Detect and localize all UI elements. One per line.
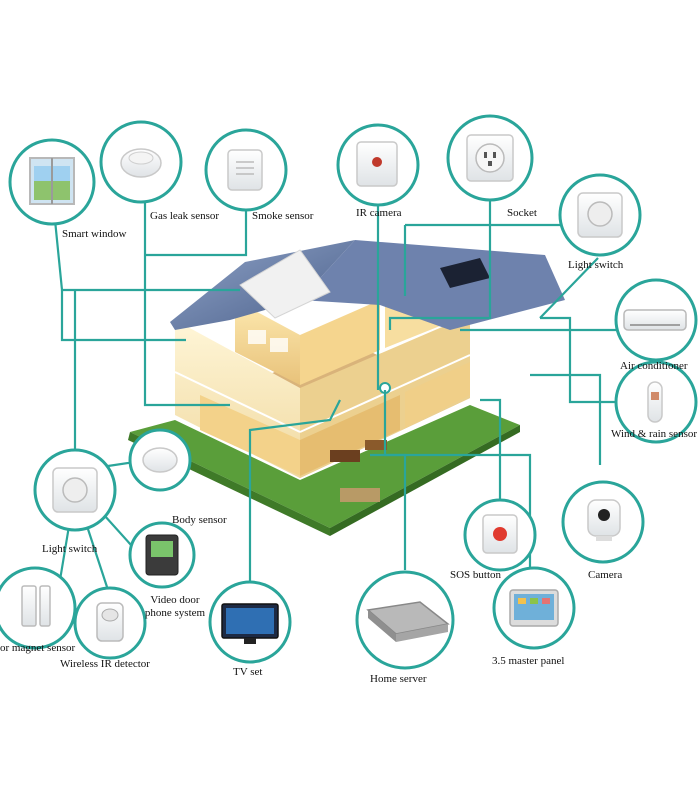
garden-bench [340, 488, 380, 502]
gas-sensor-icon [120, 148, 162, 178]
roof-right [300, 240, 565, 330]
video-door-phone-node[interactable] [128, 521, 196, 589]
air-conditioner-node[interactable] [614, 278, 698, 362]
lawn-right [330, 425, 520, 536]
room-lower-right [300, 395, 400, 476]
device-circles [0, 114, 698, 670]
label-ir-camera: IR camera [356, 207, 402, 219]
window-pane-2 [270, 338, 288, 352]
line-master-panel [383, 390, 532, 570]
line-light-switch-top [539, 257, 599, 319]
socket-node[interactable] [446, 114, 534, 202]
label-tv-set: TV set [233, 666, 263, 678]
room-lower-far [405, 362, 470, 428]
line-window-branch [60, 290, 186, 342]
label-light-switch-top: Light switch [568, 259, 624, 271]
lawn [130, 405, 520, 528]
home-server-node[interactable] [355, 570, 455, 670]
tv-icon [221, 603, 279, 644]
door-magnet-sensor-icon [21, 585, 51, 627]
line-tv [248, 399, 341, 585]
gas-leak-sensor-node[interactable] [99, 120, 183, 204]
video-door-phone-icon [145, 534, 179, 576]
connector-lines [50, 185, 620, 591]
label-video-door-phone: Video door phone system [130, 594, 220, 620]
label-wireless-ir-detector: Wireless IR detector [60, 658, 150, 670]
body-sensor-icon [142, 447, 178, 473]
label-smart-window: Smart window [62, 228, 127, 240]
ir-camera-node[interactable] [336, 123, 420, 207]
label-video-door-line2: phone system [144, 607, 206, 619]
line-socket-branch [405, 214, 571, 227]
solar-panel [440, 258, 490, 288]
home-server-icon [366, 601, 450, 642]
air-conditioner-icon [623, 309, 687, 331]
room-upper-right [300, 300, 380, 385]
line-smoke-sensor [145, 190, 248, 257]
label-light-switch-left: Light switch [42, 543, 98, 555]
label-home-server: Home server [370, 673, 427, 685]
smoke-sensor-node[interactable] [204, 128, 288, 212]
label-wind-rain-sensor: Wind & rain sensor [611, 428, 698, 440]
wind-rain-sensor-node[interactable] [614, 360, 698, 444]
label-body-sensor: Body sensor [172, 514, 227, 526]
sos-button-icon [482, 514, 518, 554]
smart-window-node[interactable] [8, 138, 96, 226]
master-panel-node[interactable] [492, 566, 576, 650]
room-upper-left [235, 300, 300, 385]
label-smoke-sensor: Smoke sensor [252, 210, 314, 222]
window-icon [29, 157, 75, 205]
label-air-conditioner: Air conditioner [620, 360, 688, 372]
floor-divider [174, 371, 301, 433]
smoke-sensor-icon [227, 149, 263, 191]
line-socket [388, 185, 492, 330]
line-ir-detector [83, 519, 110, 591]
roof-gable [239, 249, 331, 319]
socket-icon [466, 134, 514, 182]
light-switch-left-node[interactable] [33, 448, 117, 532]
wireless-ir-detector-node[interactable] [73, 586, 147, 660]
sos-button-node[interactable] [463, 498, 537, 572]
window-pane [248, 330, 266, 344]
camera-icon [587, 499, 621, 541]
tv-set-node[interactable] [208, 580, 292, 664]
ir-detector-icon [96, 602, 124, 642]
label-master-panel: 3.5 master panel [492, 655, 565, 667]
line-camera [530, 373, 602, 465]
line-gas-leak [143, 185, 230, 407]
label-socket: Socket [507, 207, 537, 219]
line-wind-rain [540, 316, 620, 404]
line-sos [480, 398, 502, 500]
label-sos-button: SOS button [450, 569, 502, 581]
body-sensor-node[interactable] [128, 428, 192, 492]
label-door-magnet-sensor: or magnet sensor [0, 642, 76, 654]
wind-rain-sensor-icon [647, 381, 663, 423]
light-switch-top-node[interactable] [558, 173, 642, 257]
label-gas-leak-sensor: Gas leak sensor [150, 210, 220, 222]
camera-node[interactable] [561, 480, 645, 564]
door-magnet-sensor-node[interactable] [0, 566, 77, 650]
light-switch-icon [52, 467, 98, 513]
label-camera: Camera [588, 569, 623, 581]
label-video-door-line1: Video door [150, 594, 200, 606]
table [365, 440, 387, 450]
ir-camera-icon [356, 141, 398, 187]
sofa [330, 450, 360, 462]
master-panel-icon [509, 589, 559, 627]
light-switch-icon [577, 192, 623, 238]
